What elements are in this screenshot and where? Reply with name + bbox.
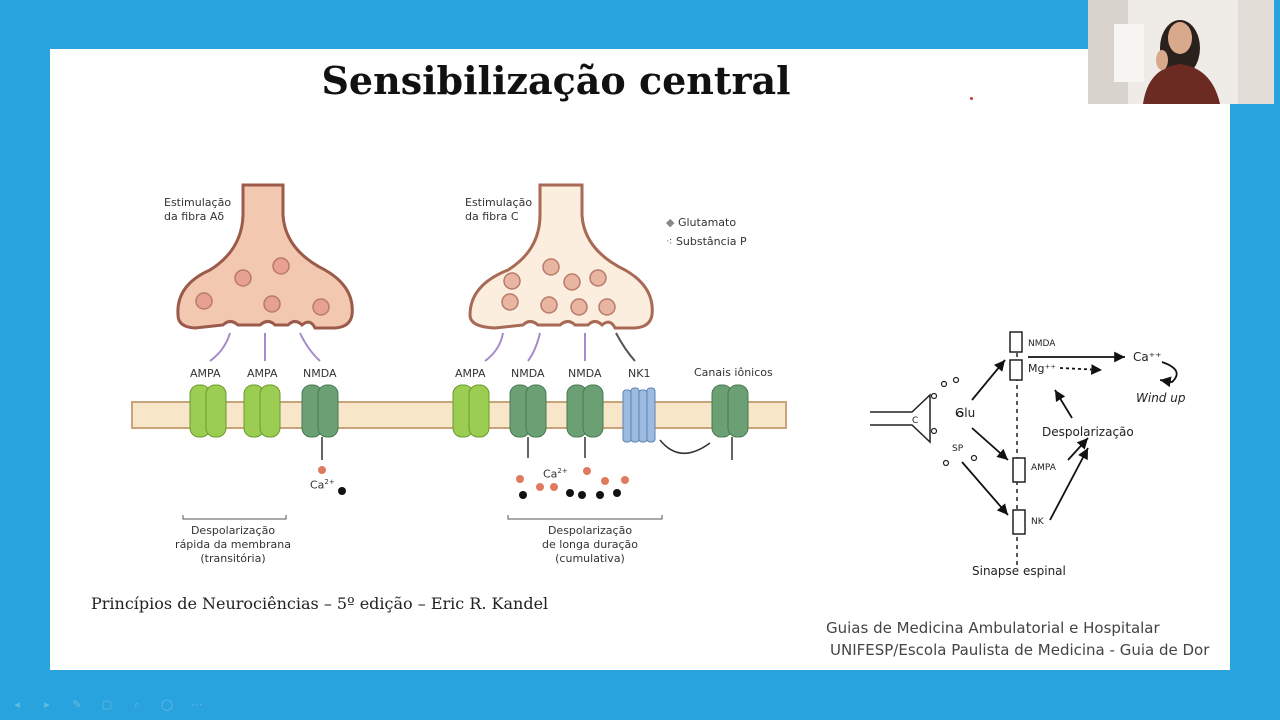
presenter-image: [1088, 0, 1274, 104]
ca-label-right: Ca2+: [543, 467, 568, 481]
mg-label: Mg⁺⁺: [1028, 362, 1057, 375]
reference-kandel: Princípios de Neurociências – 5º edição …: [91, 594, 549, 613]
glu-label: Glu: [955, 406, 976, 420]
release-arrows: [209, 332, 586, 362]
down-arrows: [321, 437, 733, 460]
receptor-label: AMPA: [455, 367, 486, 380]
c-fiber-terminal-icon: [870, 393, 931, 444]
calcium-ions: [318, 466, 629, 499]
synapse-diagram: [131, 183, 787, 520]
receptor-label: NMDA: [511, 367, 545, 380]
nmda-receptor: [566, 384, 604, 438]
nk1-to-channel-arrow: [659, 439, 711, 454]
nmda-label: NMDA: [1028, 339, 1056, 349]
ad-fiber-terminal: [176, 183, 354, 330]
c-label: C: [912, 416, 919, 426]
ca-label: Ca⁺⁺: [1133, 350, 1162, 364]
ca-label-left: Ca2+: [310, 478, 335, 492]
ampa-label: AMPA: [1031, 463, 1056, 473]
wind-up-label: Wind up: [1136, 391, 1186, 405]
bracket-right: [507, 515, 663, 520]
ad-vesicles: [195, 257, 330, 316]
slides-button[interactable]: ▢: [101, 698, 113, 711]
receptor-label: NK1: [628, 367, 651, 380]
more-options-button[interactable]: ⋯: [191, 698, 203, 711]
nk-label: NK: [1031, 517, 1044, 527]
reference-guias: Guias de Medicina Ambulatorial e Hospita…: [826, 619, 1210, 659]
ampa-receptor: [452, 384, 490, 438]
ampa-receptor: [189, 384, 227, 438]
glutamate-icon: ◆: [666, 216, 675, 229]
receptor-boxes: [1009, 331, 1026, 535]
pointer-button[interactable]: ◯: [160, 698, 174, 711]
channels-label: Canais iônicos: [694, 366, 773, 379]
sp-arrow: [615, 332, 636, 362]
previous-slide-button[interactable]: ◂: [14, 698, 20, 711]
zoom-button[interactable]: ⌕: [133, 698, 141, 711]
glu-dots: [930, 376, 978, 467]
ion-channel: [711, 384, 749, 438]
c-vesicles: [501, 258, 616, 316]
slide-title: Sensibilização central: [321, 58, 791, 103]
wind-up-diagram: [870, 331, 1178, 565]
receptor-label: AMPA: [190, 367, 221, 380]
next-slide-button[interactable]: ▸: [44, 698, 50, 711]
webcam-video: [1088, 0, 1274, 104]
nmda-receptor: [509, 384, 547, 438]
wind-up-loop: [1159, 361, 1178, 388]
receptor-label: NMDA: [568, 367, 602, 380]
sp-label: SP: [952, 444, 964, 454]
depolarization-label: Despolarização: [1042, 425, 1134, 439]
legend-substance-p: ⁖ Substância P: [666, 235, 747, 248]
pen-button[interactable]: ✎: [72, 698, 82, 711]
receptor-label: NMDA: [303, 367, 337, 380]
receptor-label: AMPA: [247, 367, 278, 380]
synapse-label: Sinapse espinal: [972, 564, 1066, 578]
slide: [50, 49, 1230, 670]
nmda-receptor: [301, 384, 339, 438]
legend: ◆ Glutamato ⁖ Substância P: [666, 213, 747, 251]
nk1-receptor: [622, 387, 656, 443]
legend-glutamato: ◆ Glutamato: [666, 216, 737, 229]
substance-p-icon: ⁖: [666, 235, 673, 248]
bracket-left: [182, 515, 287, 520]
red-dot: [970, 97, 973, 100]
presentation-toolbar: ◂ ▸ ✎ ▢ ⌕ ◯ ⋯: [6, 696, 208, 714]
c-fiber-terminal: [468, 183, 654, 330]
ampa-receptor: [243, 384, 281, 438]
